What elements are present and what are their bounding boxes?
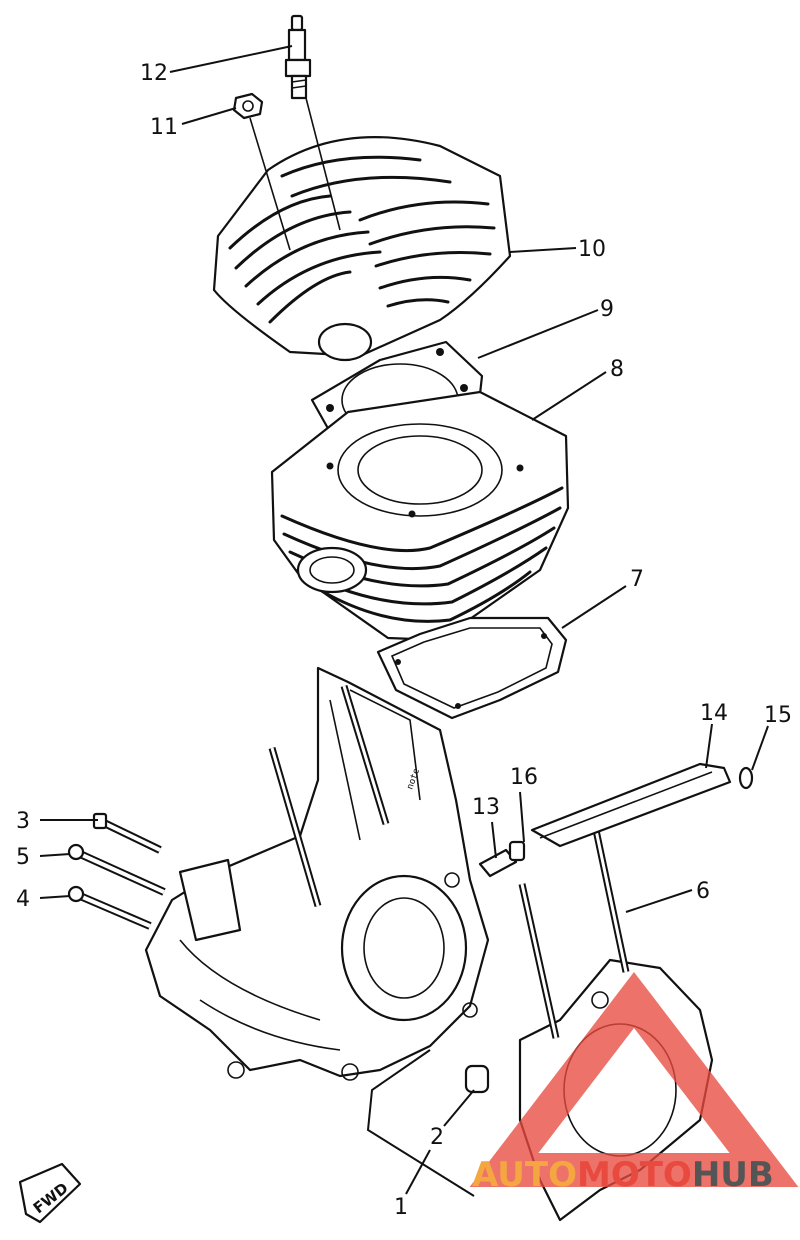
hose-clamp	[738, 766, 754, 790]
cylinder-studs	[268, 684, 630, 1039]
part-number-7: 7	[630, 567, 644, 592]
base-gasket	[376, 616, 568, 720]
cylinder-head	[212, 97, 512, 362]
part-number-5: 5	[16, 845, 30, 870]
part-number-14: 14	[700, 701, 728, 726]
part-number-15: 15	[764, 703, 792, 728]
dowel-pin	[464, 1064, 490, 1094]
leader-lines	[39, 45, 769, 1197]
part-number-12: 12	[140, 61, 168, 86]
part-number-1: 1	[394, 1195, 408, 1220]
part-number-2: 2	[430, 1125, 444, 1150]
forward-arrow-icon: FWD	[18, 1162, 82, 1224]
watermark-triangle-icon	[469, 972, 799, 1187]
watermark-logo: AUTOMOTOHUB	[469, 972, 799, 1195]
spark-plug	[284, 14, 312, 100]
cylinder	[270, 390, 570, 642]
head-nut	[232, 92, 264, 120]
part-number-13: 13	[472, 795, 500, 820]
part-number-4: 4	[16, 887, 30, 912]
part-number-10: 10	[578, 237, 606, 262]
part-number-11: 11	[150, 115, 178, 140]
part-number-3: 3	[16, 809, 30, 834]
breather-fitting	[478, 840, 526, 878]
part-number-8: 8	[610, 357, 624, 382]
crankcase-left: note	[144, 666, 490, 1081]
watermark-text: AUTOMOTOHUB	[472, 1155, 774, 1195]
part-number-9: 9	[600, 297, 614, 322]
part-number-labels: 12 11 10 9 8 7 6 3 5 4 13 16 14 15 2 1	[16, 61, 792, 1220]
breather-hose	[530, 762, 732, 848]
part-number-6: 6	[696, 879, 710, 904]
part-number-16: 16	[510, 765, 538, 790]
crankcase-bolts	[67, 812, 166, 930]
